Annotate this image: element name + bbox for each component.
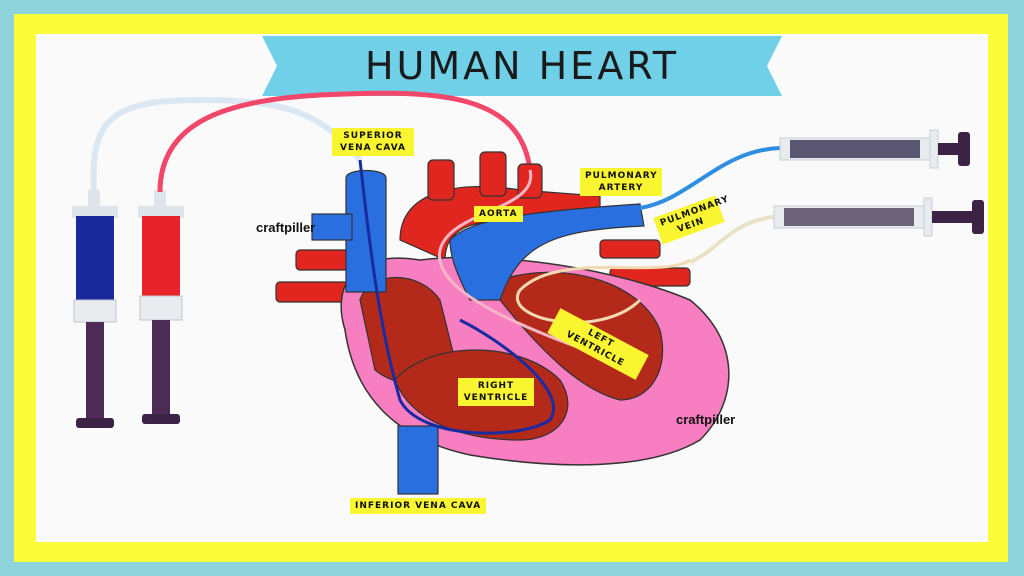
label-aorta: AORTA [474,206,523,222]
label-inferior-vena-cava: INFERIOR VENA CAVA [350,498,487,514]
watermark-right: craftpiller [676,412,736,427]
bottom-right-syringe [773,197,984,237]
banner-ribbon-shape [262,36,782,96]
watermark-left: craftpiller [256,220,316,235]
top-right-syringe [779,129,970,169]
blue-blood-syringe [72,190,118,428]
blue-inner-tube [358,159,555,435]
pulmonary-vein-tube [689,214,781,264]
red-tube [157,90,533,193]
red-blood-syringe [138,190,184,424]
clear-inner-tube [515,258,691,324]
label-right-ventricle: RIGHT VENTRICLE [458,378,534,406]
clear-blue-tube [90,96,363,193]
label-superior-vena-cava: SUPERIOR VENA CAVA [332,128,414,156]
pulmonary-artery-tube [639,146,781,210]
title-banner: HUMAN HEART [262,36,782,96]
page-title: HUMAN HEART [364,44,680,88]
label-pulmonary-artery: PULMONARY ARTERY [580,168,662,196]
